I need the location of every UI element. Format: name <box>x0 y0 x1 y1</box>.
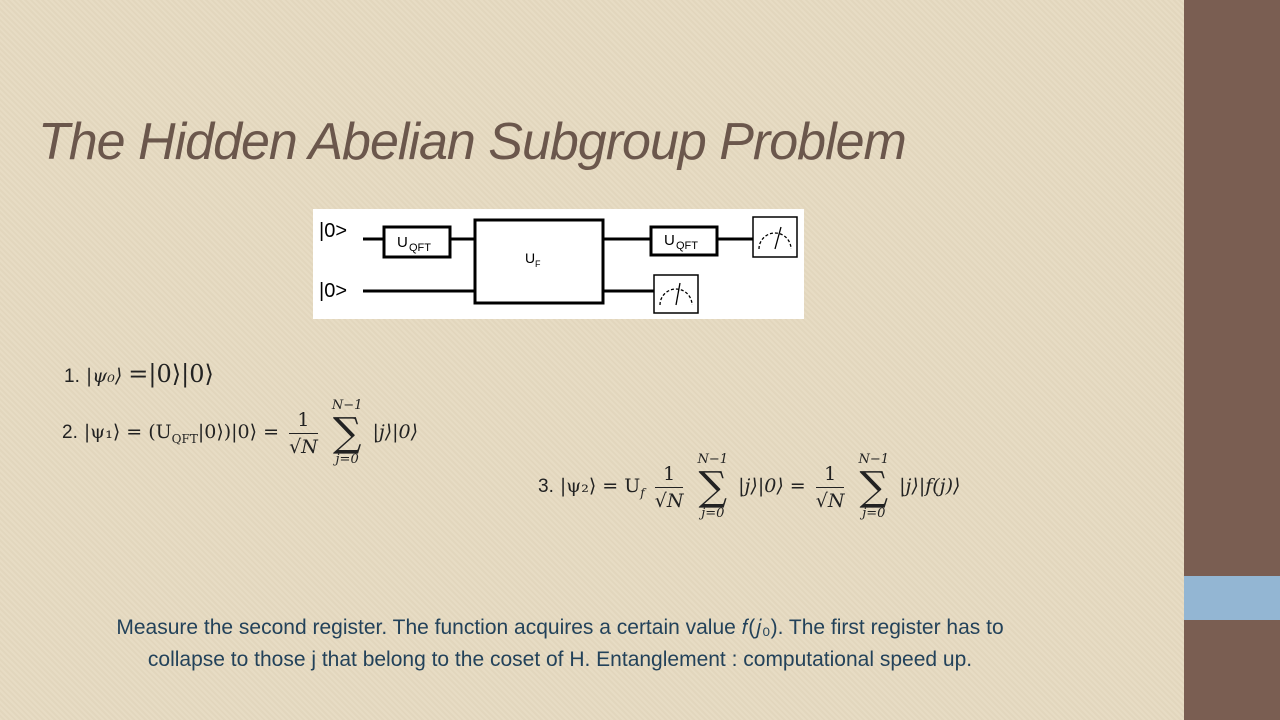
circuit-svg: |0> |0> U QFT U F U QFT <box>319 216 798 314</box>
equation-1-lhs: |ψ₀⟩ <box>85 365 123 387</box>
equation-3-sum-2-lower: j=0 <box>862 506 886 521</box>
equation-3-fraction-1-numerator: 1 <box>654 461 684 488</box>
equation-2-mid: |0⟩)|0⟩ = <box>197 421 280 443</box>
equation-3-sigma-1: ∑ <box>698 464 728 510</box>
equation-3-sum-1-lower: j=0 <box>701 506 725 521</box>
equation-2-fraction-denominator: √N <box>289 435 318 458</box>
equation-1-number: 1. <box>64 366 80 387</box>
gate-qft-right-label: U <box>664 232 675 249</box>
equation-3-fraction-1: 1 √N <box>654 461 684 514</box>
explanation-paragraph: Measure the second register. The functio… <box>0 612 1120 676</box>
gate-qft-right-sub: QFT <box>676 240 698 252</box>
equation-2-fraction: 1 √N <box>289 407 318 460</box>
equation-3-sum-2-upper: N−1 <box>858 452 890 467</box>
equation-2-fraction-numerator: 1 <box>289 407 318 434</box>
explanation-line-1: Measure the second register. The functio… <box>116 616 1004 639</box>
measurement-meter-top-icon <box>752 216 798 258</box>
equation-2-sub: QFT <box>171 431 198 446</box>
gate-qft-left-label: U <box>397 234 408 251</box>
equation-2-sum-lower: j=0 <box>335 452 359 467</box>
equation-2-lhs: |ψ₁⟩ = (U <box>83 421 172 443</box>
input-ket-bottom: |0> <box>319 280 347 302</box>
equation-2-summation: N−1 ∑ j=0 <box>332 398 363 468</box>
equation-2: 2. |ψ₁⟩ = (UQFT|0⟩)|0⟩ = 1 √N N−1 ∑ j=0 … <box>62 398 418 468</box>
quantum-circuit-diagram: |0> |0> U QFT U F U QFT <box>313 209 804 319</box>
input-ket-top: |0> <box>319 220 347 242</box>
equation-3-term-1: |j⟩|0⟩ = <box>738 475 806 497</box>
slide-background <box>0 0 1184 720</box>
gate-qft-left <box>382 225 452 259</box>
equation-1-rhs: =|0⟩|0⟩ <box>128 360 214 388</box>
gate-qft-left-sub: QFT <box>409 242 431 254</box>
explanation-line-2: collapse to those j that belong to the c… <box>147 648 973 671</box>
equation-3-lhs: |ψ₂⟩ = U <box>559 475 641 497</box>
gate-uf-sub: F <box>535 259 541 269</box>
slide-title: The Hidden Abelian Subgroup Problem <box>38 113 907 171</box>
equation-3-sub: f <box>640 485 645 500</box>
equation-3-fraction-2: 1 √N <box>815 461 845 514</box>
equation-3-number: 3. <box>538 476 554 497</box>
equation-3-fraction-2-numerator: 1 <box>815 461 845 488</box>
gate-qft-right <box>649 225 719 257</box>
gate-uf-label: U <box>525 250 535 266</box>
equation-3-fraction-1-denominator: √N <box>654 489 684 512</box>
equation-3-fraction-2-denominator: √N <box>815 489 845 512</box>
equation-3-summation-2: N−1 ∑ j=0 <box>859 452 890 522</box>
equation-2-sigma: ∑ <box>332 410 362 456</box>
equation-3-sigma-2: ∑ <box>859 464 889 510</box>
equation-3-summation-1: N−1 ∑ j=0 <box>698 452 729 522</box>
equation-3-sum-1-upper: N−1 <box>697 452 729 467</box>
equation-2-sum-upper: N−1 <box>331 398 363 413</box>
equation-3: 3. |ψ₂⟩ = Uf 1 √N N−1 ∑ j=0 |j⟩|0⟩ = 1 √… <box>538 452 960 522</box>
gate-uf <box>473 218 605 305</box>
equation-2-number: 2. <box>62 422 78 443</box>
equation-2-term: |j⟩|0⟩ <box>372 421 419 443</box>
measurement-meter-bottom-icon <box>653 274 699 314</box>
equation-1: 1. |ψ₀⟩ =|0⟩|0⟩ <box>64 360 214 388</box>
equation-3-term-2: |j⟩|f(j)⟩ <box>899 475 961 497</box>
side-rail-accent <box>1184 576 1280 620</box>
